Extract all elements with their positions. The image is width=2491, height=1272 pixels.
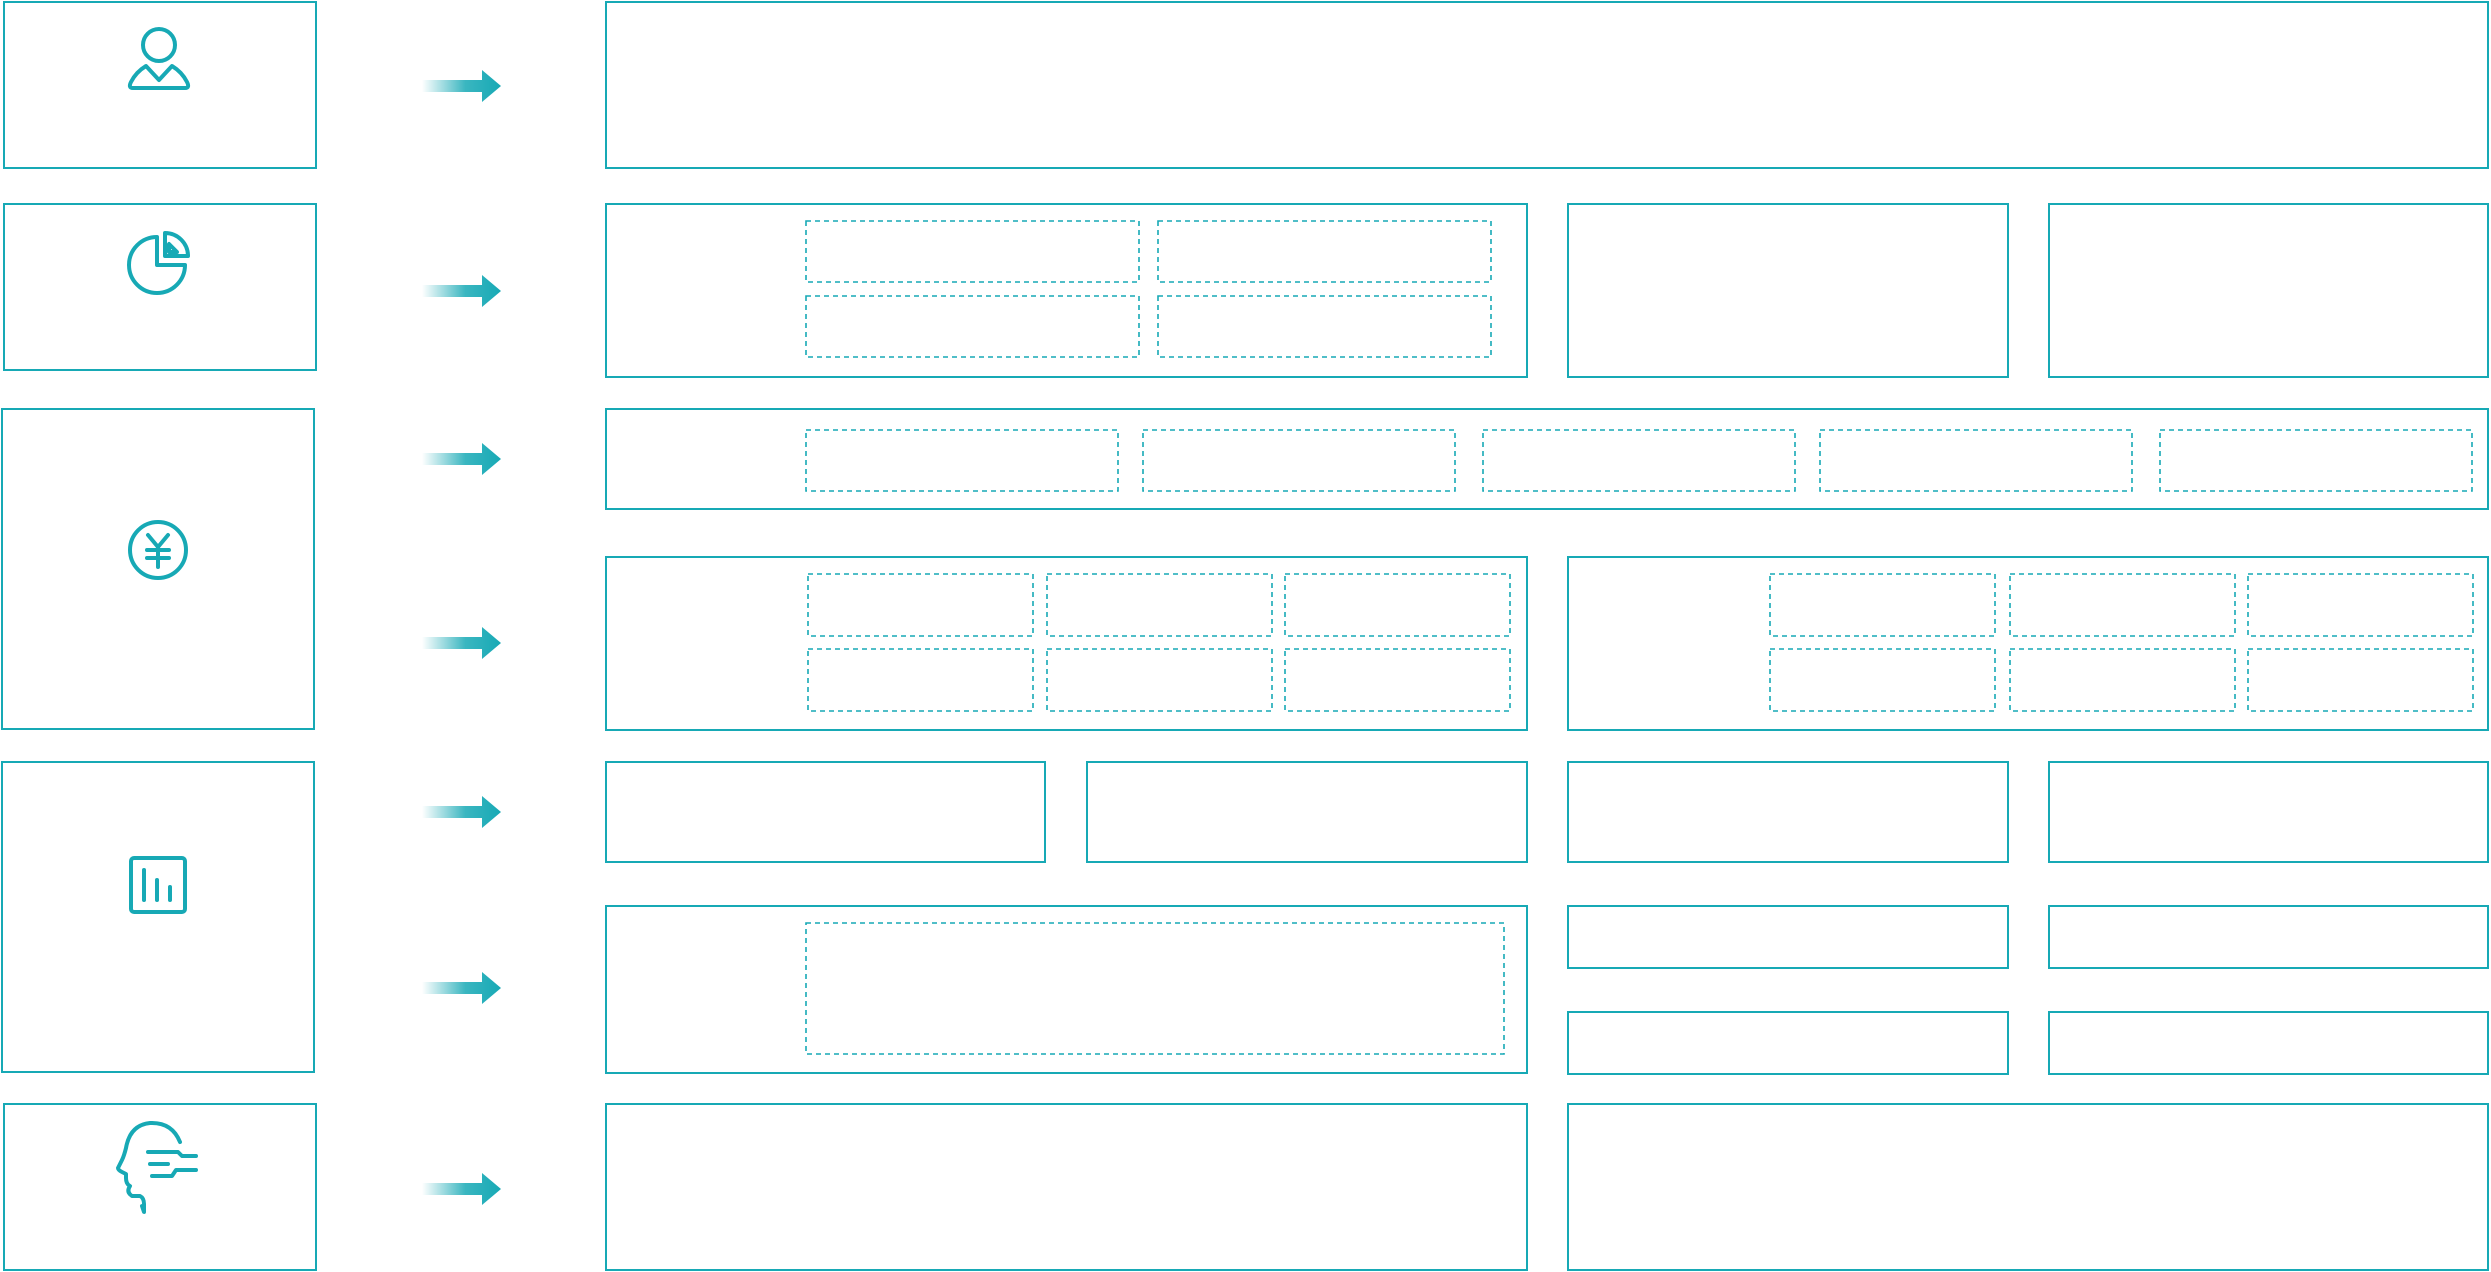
row-7-bottom-right-panel <box>1567 1103 2489 1271</box>
row-4-left-subcell <box>1284 648 1511 712</box>
row-2-right-panel <box>2048 203 2489 378</box>
arrow-row-5 <box>422 796 501 828</box>
row-7-bottom-left-panel <box>605 1103 1528 1271</box>
row-2-mid-panel <box>1567 203 2009 378</box>
user-icon <box>127 27 191 90</box>
row-4-left-subcell <box>1046 648 1273 712</box>
row-1-full-panel <box>605 1 2489 169</box>
row-6-small-panel-4 <box>2048 1011 2489 1075</box>
row-4-right-subcell <box>1769 648 1996 712</box>
arrow-row-3 <box>422 443 501 475</box>
arrow-row-1 <box>422 70 501 102</box>
panels <box>605 1 2489 1271</box>
row-4-left-subcell <box>807 573 1034 637</box>
row-6-small-panel-3 <box>1567 1011 2009 1075</box>
row-4-left-grid-panel <box>605 556 1528 731</box>
row-3-subcell <box>805 429 1119 492</box>
row-3-strip-panel <box>605 408 2489 510</box>
pie-chart-icon <box>127 231 190 295</box>
category-box-chart <box>3 203 317 371</box>
row-5-panel-a <box>605 761 1046 863</box>
row-2-subcell <box>1157 220 1492 283</box>
arrow-row-7 <box>422 1173 501 1205</box>
row-2-subcell <box>805 295 1140 358</box>
row-4-right-subcell <box>2247 648 2474 712</box>
yuan-currency-icon <box>128 520 188 580</box>
row-2-subcell <box>805 220 1140 283</box>
row-5-panel-d <box>2048 761 2489 863</box>
row-3-subcell <box>1482 429 1796 492</box>
row-2-grid-panel <box>605 203 1528 378</box>
row-4-right-subcell <box>2009 648 2236 712</box>
row-6-small-panel-2 <box>2048 905 2489 969</box>
category-box-finance <box>1 408 315 730</box>
row-4-left-subcell <box>807 648 1034 712</box>
category-boxes <box>1 1 317 1271</box>
row-3-subcell <box>1819 429 2133 492</box>
row-2-subcell <box>1157 295 1492 358</box>
arrow-row-4 <box>422 627 501 659</box>
ai-head-icon <box>116 1120 198 1214</box>
row-4-left-subcell <box>1046 573 1273 637</box>
row-4-right-subcell <box>1769 573 1996 637</box>
row-4-left-subcell <box>1284 573 1511 637</box>
row-4-right-subcell <box>2009 573 2236 637</box>
row-4-right-subcell <box>2247 573 2474 637</box>
row-6-wide-dashed-panel <box>605 905 1528 1074</box>
row-6-small-panel-1 <box>1567 905 2009 969</box>
category-box-ai <box>3 1103 317 1271</box>
bar-chart-icon <box>129 856 187 914</box>
category-box-user <box>3 1 317 169</box>
row-4-right-grid-panel <box>1567 556 2489 731</box>
row-5-panel-b <box>1086 761 1528 863</box>
category-box-stats <box>1 761 315 1073</box>
arrow-row-2 <box>422 275 501 307</box>
row-6-dashed-area <box>805 922 1505 1055</box>
arrow-row-6 <box>422 972 501 1004</box>
row-3-subcell <box>2159 429 2473 492</box>
row-3-subcell <box>1142 429 1456 492</box>
arrows <box>422 70 501 1205</box>
dashed-subcells <box>805 220 2474 1055</box>
row-5-panel-c <box>1567 761 2009 863</box>
